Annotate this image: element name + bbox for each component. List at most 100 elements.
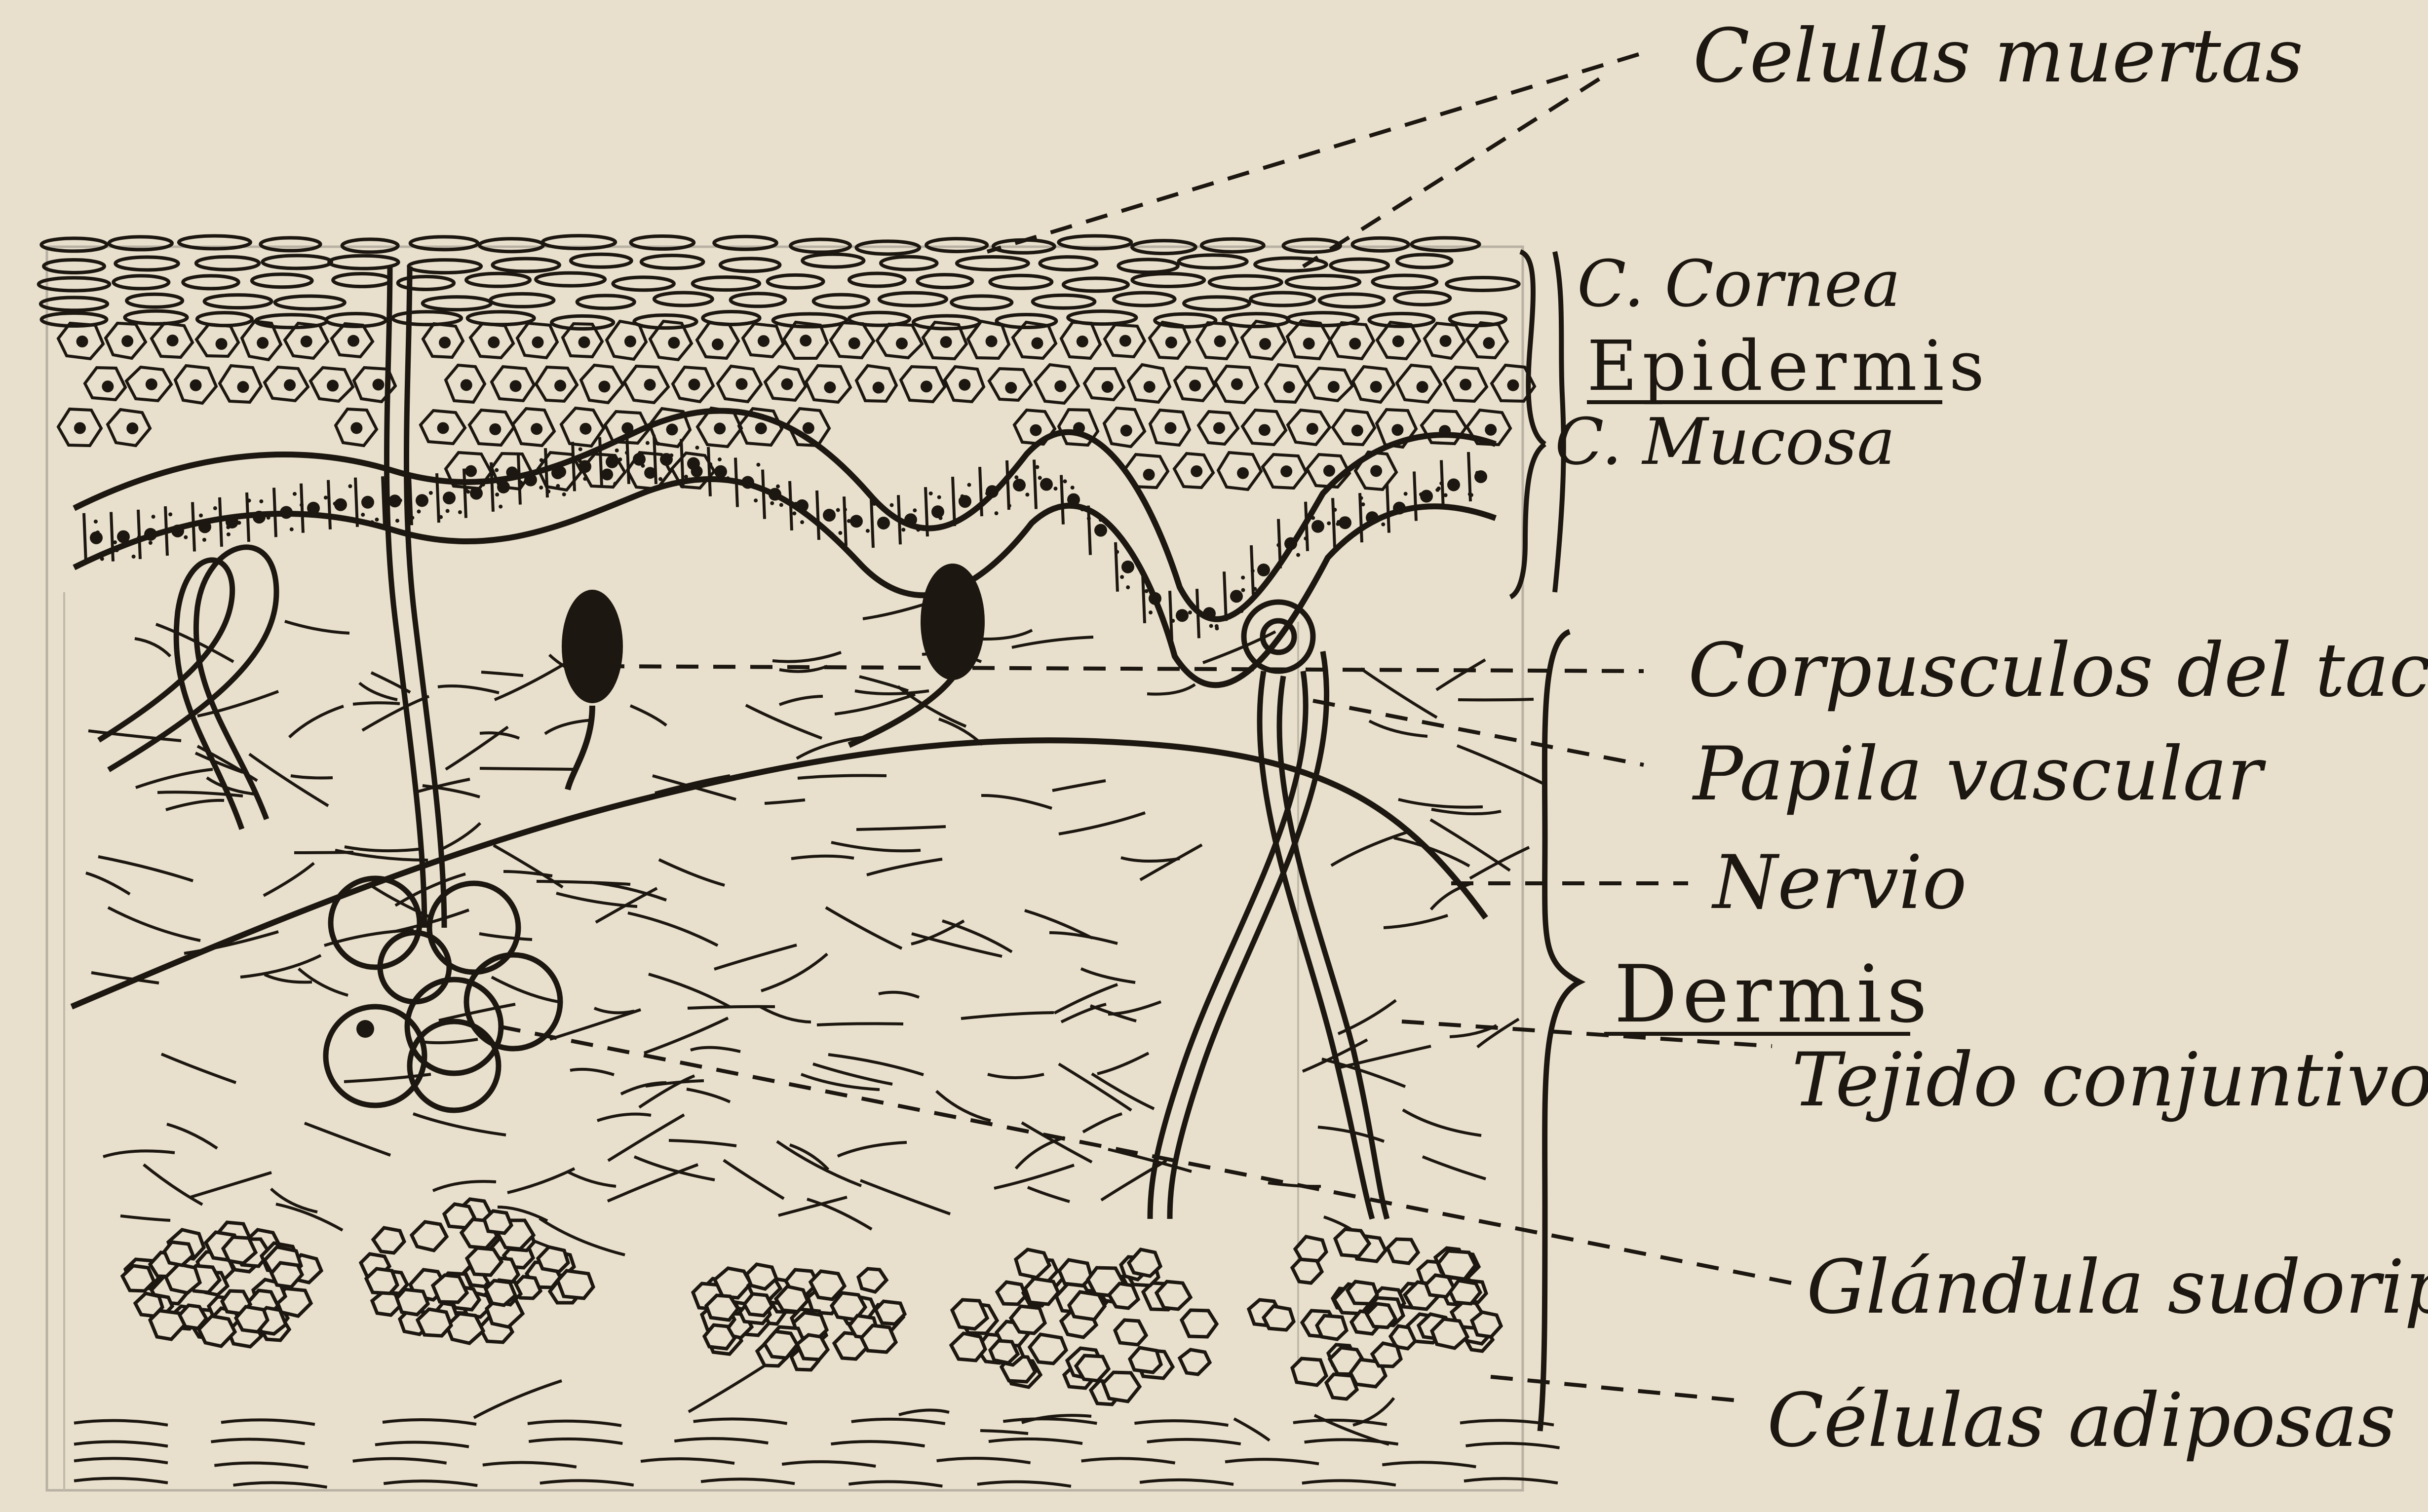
stipple-dot <box>937 495 941 499</box>
stipple-dot <box>1171 619 1175 623</box>
horny-cell <box>1373 275 1437 288</box>
stipple-dot <box>618 457 622 461</box>
cell-nucleus <box>712 339 724 350</box>
stipple-dot <box>1336 522 1340 526</box>
connective-fiber <box>807 1199 872 1229</box>
cell-nucleus <box>1483 337 1495 349</box>
horny-cell <box>263 256 332 268</box>
cell-nucleus <box>624 336 636 347</box>
stipple-dot <box>1180 616 1184 620</box>
cell-nucleus <box>1231 378 1243 390</box>
cell-nucleus <box>896 338 908 349</box>
horny-cell <box>392 312 461 325</box>
fat-cell <box>704 1325 734 1349</box>
connective-fiber <box>568 1172 616 1186</box>
connective-fiber <box>1403 1110 1481 1135</box>
stipple-dot <box>770 501 774 505</box>
stipple-dot <box>1209 624 1213 628</box>
cell-nucleus <box>190 379 202 391</box>
stipple-dot <box>446 509 450 513</box>
connective-fiber <box>294 852 353 853</box>
stipple-dot <box>1025 492 1029 496</box>
horny-cell <box>577 296 634 308</box>
horny-cell <box>41 238 107 251</box>
stipple-dot <box>562 492 566 496</box>
stipple-dot <box>1188 610 1192 614</box>
stipple-dot <box>1468 492 1472 496</box>
fat-cell <box>484 1211 511 1233</box>
fat-cell <box>1103 1372 1140 1401</box>
cell-nucleus <box>1119 335 1131 347</box>
fat-cell <box>1025 1279 1058 1304</box>
stipple-dot <box>499 505 502 509</box>
cell-nucleus <box>873 381 885 393</box>
stipple-dot <box>519 481 523 485</box>
cell-nucleus <box>781 378 793 390</box>
cell-nucleus <box>1417 381 1428 393</box>
horny-cell <box>720 259 780 271</box>
connective-fiber <box>1423 1157 1486 1179</box>
fat-cell <box>1372 1343 1401 1366</box>
basal-cell-wall <box>84 513 86 563</box>
stipple-dot <box>556 484 560 488</box>
basal-nucleus <box>850 515 863 528</box>
basal-cell-wall <box>220 497 222 547</box>
stipple-dot <box>1241 588 1245 592</box>
basal-nucleus <box>1311 520 1324 533</box>
connective-fiber <box>691 1048 740 1052</box>
fat-cell <box>373 1228 404 1253</box>
connective-fiber <box>855 691 929 694</box>
cell-nucleus <box>373 378 385 390</box>
subcutis-line <box>529 1439 622 1443</box>
stipple-dot <box>1333 508 1337 512</box>
stipple-dot <box>776 485 780 489</box>
connective-fiber <box>608 1165 698 1201</box>
stipple-dot <box>641 464 645 468</box>
fat-cell <box>1130 1348 1161 1372</box>
connective-fiber <box>103 1151 175 1157</box>
fat-cell <box>1295 1237 1326 1261</box>
horny-cell <box>252 274 312 287</box>
connective-fiber <box>161 1054 236 1083</box>
horny-cell <box>183 276 239 289</box>
fat-cell <box>1317 1316 1347 1339</box>
horny-cell <box>261 238 320 251</box>
connective-fiber <box>1436 660 1485 690</box>
label-epidermis: Epidermis <box>1587 326 1989 407</box>
connective-fiber <box>494 845 563 887</box>
cell-nucleus <box>1077 336 1088 347</box>
fat-cell <box>1011 1306 1045 1333</box>
horny-cell <box>952 296 1012 309</box>
stipple-dot <box>429 491 433 495</box>
subcutis-line <box>383 1420 476 1424</box>
horny-cell <box>44 260 105 272</box>
basal-cell-wall <box>545 448 547 497</box>
cell-nucleus <box>126 422 138 434</box>
cell-nucleus <box>1005 382 1017 394</box>
basal-nucleus <box>1121 561 1134 573</box>
cell-nucleus <box>1351 424 1363 436</box>
horny-cell <box>479 239 543 252</box>
horny-cell <box>1184 297 1250 310</box>
connective-fiber <box>1059 813 1145 834</box>
stipple-dot <box>718 457 722 461</box>
connective-fiber <box>1121 858 1180 861</box>
stipple-dot <box>1327 521 1331 525</box>
connective-fiber <box>492 977 558 1002</box>
stipple-dot <box>658 477 662 481</box>
connective-fiber <box>687 1089 730 1102</box>
basal-cell-wall <box>1116 542 1118 592</box>
basal-cell-wall <box>464 469 466 518</box>
stipple-dot <box>1404 492 1408 496</box>
basal-cell-wall <box>1387 484 1389 533</box>
basal-nucleus <box>470 487 483 500</box>
stipple-dot <box>669 454 673 457</box>
connective-fiber <box>570 1069 614 1075</box>
adipose-cell-clusters <box>122 1199 1501 1404</box>
cell-nucleus <box>1189 379 1201 391</box>
stipple-dot <box>1276 543 1280 547</box>
stipple-dot <box>1063 479 1067 483</box>
stipple-dot <box>877 521 881 525</box>
stipple-dot <box>1215 624 1219 628</box>
subcutis-line <box>848 1482 942 1486</box>
